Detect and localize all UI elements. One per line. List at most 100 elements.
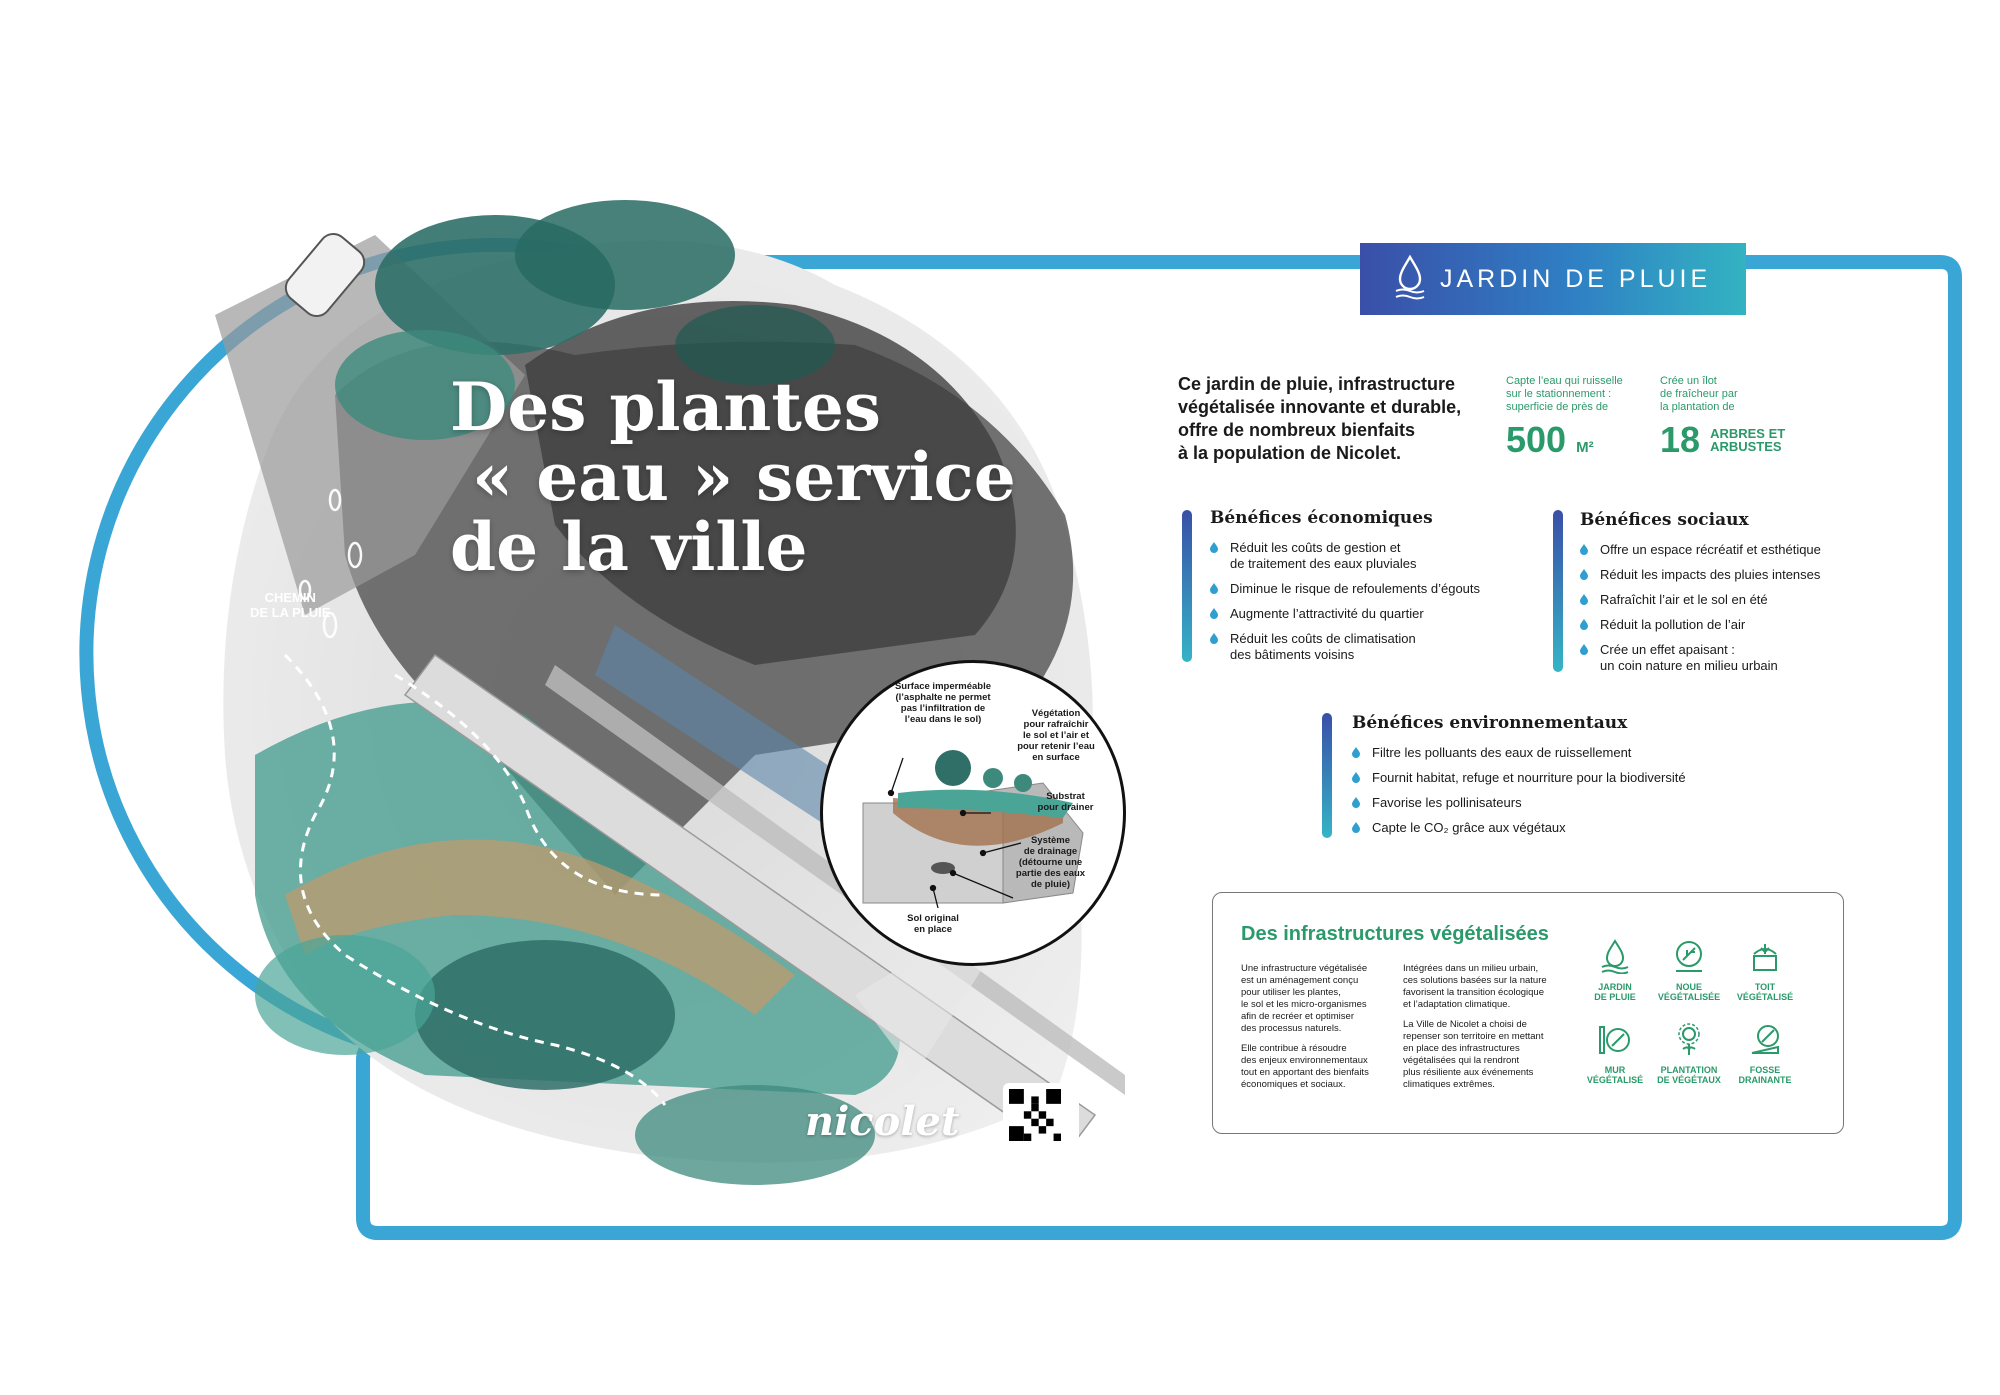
rain-path-line [394,673,666,897]
infra-type-label: VÉGÉTALISÉ [1586,1075,1644,1085]
nicolet-logo: nicolet [805,1098,960,1145]
label-drainage: Système de drainage (détourne une partie… [1008,835,1093,890]
infra-line: en place des infrastructures [1403,1043,1520,1054]
infra-line: pour utiliser les plantes, [1241,987,1341,998]
label-line: pour retenir l’eau [1017,741,1095,752]
label-line: en surface [1032,752,1080,763]
social-bar [1553,510,1563,672]
benefit-text: Capte le CO₂ grâce aux végétaux [1372,820,1566,835]
rain-drop-icon [1395,254,1425,300]
drop-icon [1210,542,1218,553]
tree-canopy [675,305,835,385]
rain-path-label-line: CHEMIN [264,590,316,605]
infra-paragraph: Une infrastructure végétalisée est un am… [1241,963,1369,1035]
social-benefits: Bénéfices sociaux Offre un espace récréa… [1580,510,1821,674]
stat-unit: M² [1576,439,1594,456]
benefit-item: Offre un espace récréatif et esthétique [1580,542,1821,558]
label-impermeable: Surface imperméable (l’asphalte ne perme… [873,681,1013,725]
header-title: JARDIN DE PLUIE [1440,264,1712,293]
label-line: Sol original [907,913,959,924]
plantation-icon [1678,1023,1700,1055]
infra-type-label: TOIT [1754,982,1776,992]
intro-line: à la population de Nicolet. [1178,443,1402,463]
green-alley-icon [1676,941,1702,972]
infra-type-label: DRAINANTE [1738,1075,1792,1085]
infra-type-label: DE PLUIE [1594,992,1636,1002]
stat-surface: Capte l’eau qui ruisselle sur le station… [1506,375,1623,464]
benefit-text: Réduit les coûts de gestion et [1230,540,1401,555]
shrub-icon [983,768,1003,788]
infra-column-1: Une infrastructure végétalisée est un am… [1241,963,1369,1099]
benefit-item: Augmente l’attractivité du quartier [1210,606,1480,622]
header-badge: JARDIN DE PLUIE [1360,243,1746,315]
drainage-ditch-icon [1751,1025,1779,1054]
infra-line: Elle contribue à résoudre [1241,1043,1347,1054]
benefit-item: Filtre les polluants des eaux de ruissel… [1352,745,1686,761]
cross-section-circle: Surface imperméable (l’asphalte ne perme… [820,660,1126,966]
infra-line: repenser son territoire en mettant [1403,1031,1544,1042]
infrastructure-title: Des infrastructures végétalisées [1241,923,1549,945]
building-roof [525,301,1016,665]
infra-type-label: DE VÉGÉTAUX [1657,1075,1721,1085]
benefit-text: de traitement des eaux pluviales [1230,556,1417,571]
label-line: pour drainer [1037,802,1094,813]
label-line: pour rafraîchir [1023,719,1089,730]
tree-canopy [415,940,675,1090]
tree-canopy [335,330,515,440]
infra-type-label: PLANTATION [1660,1065,1718,1075]
benefit-item: Crée un effet apaisant :un coin nature e… [1580,642,1821,674]
label-line: (détourne une [1018,857,1083,868]
intro-line: offre de nombreux bienfaits [1178,420,1416,440]
benefit-text: un coin nature en milieu urbain [1600,658,1778,673]
benefit-text: Diminue le risque de refoulements d’égou… [1230,581,1481,596]
benefit-text: Réduit la pollution de l’air [1600,617,1746,632]
economic-bar [1182,510,1192,662]
infra-line: La Ville de Nicolet a choisi de [1403,1019,1527,1030]
infra-line: tout en apportant des bienfaits [1241,1067,1369,1078]
gravel-path [285,839,795,1015]
qr-code[interactable] [1003,1083,1079,1159]
drop-icon [1580,544,1588,555]
drop-icon [1352,797,1360,808]
hero-title-line: de la ville [450,508,808,586]
intro-line: Ce jardin de pluie, infrastructure [1178,374,1456,394]
environmental-benefits: Bénéfices environnementaux Filtre les po… [1352,713,1686,836]
tree-canopy [255,935,435,1055]
infra-line: plus résiliente aux événements [1403,1067,1534,1078]
economic-benefits: Bénéfices économiques Réduit les coûts d… [1210,508,1480,663]
infra-line: le sol et les micro-organismes [1241,999,1367,1010]
infra-line: végétalisées qui la rendront [1403,1055,1520,1066]
infrastructure-box: Des infrastructures végétalisées Une inf… [1212,892,1844,1134]
label-line: de drainage [1023,846,1078,857]
drop-icon [1580,644,1588,655]
drop-icon [1210,608,1218,619]
label-substrat: Substrat pour drainer [1028,791,1103,813]
benefit-item: Réduit les impacts des pluies intenses [1580,567,1821,583]
infra-type-label: VÉGÉTALISÉ [1736,992,1794,1002]
label-line: en place [913,924,953,935]
benefit-item: Diminue le risque de refoulements d’égou… [1210,581,1480,597]
rain-path-label: CHEMIN DE LA PLUIE [250,590,330,620]
stat-caption: la plantation de [1660,401,1735,413]
stat-trees: Crée un îlot de fraîcheur par la plantat… [1660,375,1785,458]
benefit-item: Rafraîchit l’air et le sol en été [1580,592,1821,608]
infra-paragraph: Intégrées dans un milieu urbain, ces sol… [1403,963,1547,1011]
green-roof-icon [1753,944,1777,971]
hero-title-line: Des plantes [450,368,881,446]
car-icon [284,233,366,317]
stat-value: 500 [1506,419,1567,460]
qr-code-icon [1009,1089,1061,1141]
social-title: Bénéfices sociaux [1580,510,1749,530]
drop-icon [1210,583,1218,594]
shrub-icon [1014,774,1032,792]
benefit-text: Réduit les coûts de climatisation [1230,631,1416,646]
benefit-text: Favorise les pollinisateurs [1372,795,1522,810]
drop-icon [1580,569,1588,580]
economic-title: Bénéfices économiques [1210,508,1433,528]
rain-path-line [283,653,667,1106]
